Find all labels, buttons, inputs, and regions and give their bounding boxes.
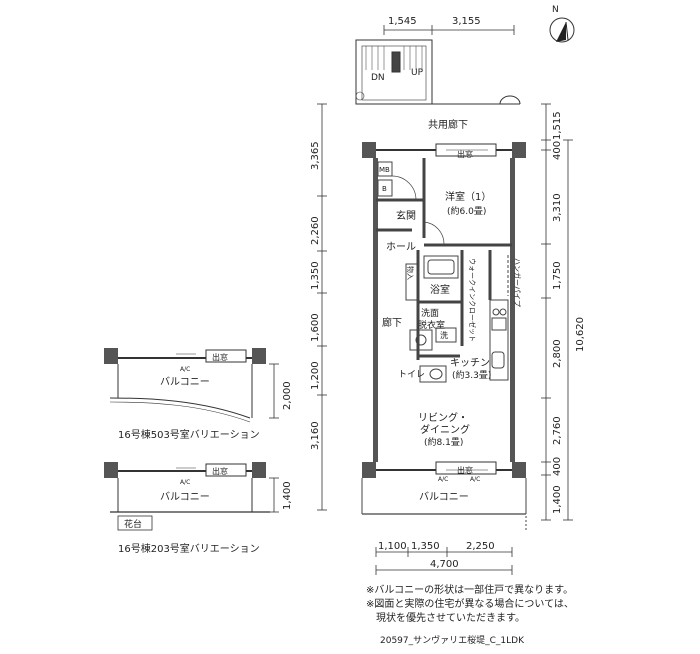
variation-503-balcony: バルコニー — [160, 376, 210, 388]
balcony-label: バルコニー — [419, 491, 469, 503]
unit-walls — [362, 142, 526, 478]
bottom-dim-2: 1,350 — [411, 541, 440, 552]
right-dim-1: 1,515 — [552, 111, 563, 140]
note-3: 現状を優先させていただきます。 — [366, 613, 525, 624]
variation-503-dim: 2,000 — [282, 381, 293, 410]
left-dimension-line — [317, 103, 327, 511]
wash-label-1: 洗面 — [421, 307, 439, 319]
bedroom-name: 洋室（1） — [445, 190, 491, 203]
left-dim-1: 3,365 — [310, 141, 321, 170]
toilet-label: トイレ — [398, 370, 425, 380]
bottom-dimension-line — [375, 547, 513, 575]
variation-203-window: 出窓 — [212, 466, 228, 476]
right-dim-4: 1,750 — [552, 261, 563, 290]
corridor-label: 共用廊下 — [428, 118, 468, 131]
top-dim-2: 3,155 — [452, 16, 481, 27]
right-dim-total: 10,620 — [575, 317, 586, 352]
variation-203-dim: 1,400 — [282, 481, 293, 510]
stair-down-label: DN — [371, 73, 385, 83]
right-dim-7: 400 — [552, 457, 563, 476]
note-1: ※バルコニーの形状は一部住戸で異なります。 — [366, 585, 574, 596]
variation-503-caption: 16号棟503号室バリエーション — [118, 428, 260, 441]
north-arrow-icon: N — [549, 5, 575, 43]
bottom-dim-total: 4,700 — [430, 559, 459, 570]
right-dim-8: 1,400 — [552, 485, 563, 514]
variation-203-balcony: バルコニー — [160, 491, 210, 503]
staircase — [355, 39, 521, 105]
bedroom-size: (約6.0畳) — [447, 205, 486, 217]
bath-label: 浴室 — [430, 283, 450, 296]
variation-203 — [104, 462, 279, 531]
variation-503 — [104, 348, 279, 423]
hanger-label: ハンガーパイプ — [513, 258, 522, 307]
left-dim-3: 1,350 — [310, 261, 321, 290]
bottom-dim-1: 1,100 — [378, 541, 407, 552]
variation-503-window: 出窓 — [212, 352, 228, 362]
top-window-label: 出窓 — [457, 149, 473, 159]
footer-code: 20597_サンヴァリエ桜堤_C_1LDK — [380, 636, 524, 646]
left-dim-5: 1,200 — [310, 361, 321, 390]
right-dim-5: 2,800 — [552, 339, 563, 368]
bottom-dim-3: 2,250 — [466, 541, 495, 552]
left-dim-2: 2,260 — [310, 216, 321, 245]
variation-203-ac: A/C — [180, 479, 190, 486]
variation-203-caption: 16号棟203号室バリエーション — [118, 542, 260, 555]
right-dim-6: 2,760 — [552, 416, 563, 445]
north-label: N — [552, 5, 559, 15]
wash-small-label: 洗 — [440, 330, 448, 340]
top-dimension-line — [383, 25, 515, 35]
variation-503-ac: A/C — [180, 366, 190, 373]
bottom-window-label: 出窓 — [457, 465, 473, 475]
left-dim-6: 3,160 — [310, 421, 321, 450]
ac-label-main-2: A/C — [470, 476, 480, 483]
hallway-label: 廊下 — [382, 316, 402, 329]
mb-label: MB — [379, 166, 390, 174]
variation-203-planter: 花台 — [124, 518, 142, 530]
top-dim-1: 1,545 — [388, 16, 417, 27]
genkan-label: 玄関 — [396, 209, 416, 222]
hall-label: ホール — [386, 241, 416, 253]
ac-label-main-1: A/C — [438, 476, 448, 483]
left-dim-4: 1,600 — [310, 313, 321, 342]
b-label: B — [382, 185, 387, 193]
kitchen-name: キッチン — [450, 357, 490, 369]
living-label-2: ダイニング — [420, 423, 470, 436]
walkin-label: ウォークインクローゼット — [468, 258, 477, 342]
right-dimension-line — [541, 103, 573, 521]
interior-fixtures — [361, 161, 527, 530]
storage-label: 物入 — [406, 266, 415, 280]
right-dim-3: 3,310 — [552, 193, 563, 222]
wash-label-2: 脱衣室 — [418, 319, 445, 331]
right-dim-2: 400 — [552, 141, 563, 160]
kitchen-size: (約3.3畳) — [452, 369, 491, 381]
living-label-1: リビング・ — [418, 411, 468, 424]
living-size: (約8.1畳) — [424, 436, 463, 448]
note-2: ※図面と実際の住宅が異なる場合については、 — [366, 599, 574, 610]
stair-up-label: UP — [411, 68, 424, 78]
